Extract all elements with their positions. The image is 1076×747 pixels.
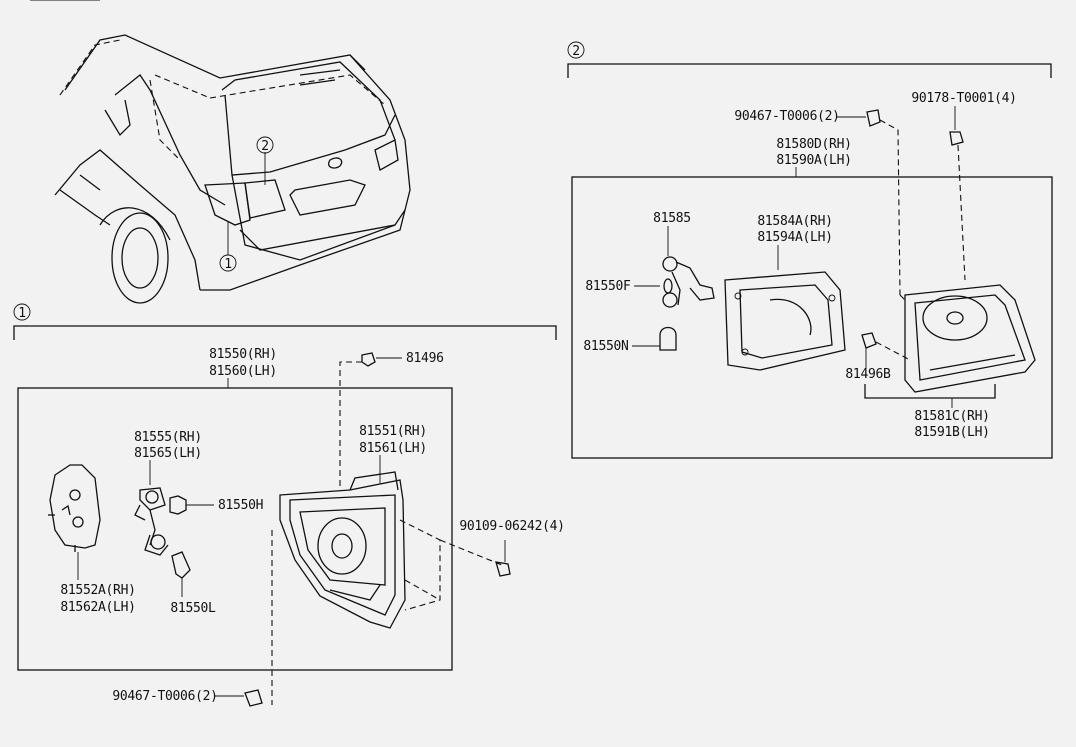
label-81550f: 81550F [585,279,631,294]
label-90467-g1: 90467-T0006(2) [112,689,217,704]
socket-81585 [662,256,715,308]
label-81555: 81555(RH) [134,430,202,445]
bulb-81550f [663,278,673,294]
group-2: 2 90467-T0006(2) 90178-T0001(4) 81580D(R… [567,41,1053,459]
group1-callout-circle [13,303,31,321]
bulb-81550n [659,326,677,351]
bulb-81550l [171,551,191,579]
screw-90109 [495,561,511,577]
label-81594a: 81594A(LH) [757,230,832,245]
group2-assembly-rh: 81580D(RH) [776,137,851,152]
vehicle-illustration: 1 2 [30,0,411,304]
group-1: 1 81550(RH) 81560(LH) 81496 81551(RH) 81… [13,303,565,707]
label-81550h: 81550H [218,498,263,513]
label-90178: 90178-T0001(4) [911,91,1016,106]
cover-81552a [48,464,101,552]
label-81584a: 81584A(RH) [757,214,832,229]
clip-81496 [361,352,376,367]
label-81496: 81496 [406,351,444,366]
bulb-81550h [169,495,187,515]
group2-bracket [567,63,1052,78]
group1-frame [17,387,453,671]
label-81496b: 81496B [845,367,891,382]
label-81550n: 81550N [583,339,628,354]
group1-assembly-rh: 81550(RH) [209,347,277,362]
label-81562a: 81562A(LH) [60,600,135,615]
label-81551: 81551(RH) [359,424,427,439]
label-81581c: 81581C(RH) [914,409,989,424]
car-callout-1: 1 [224,257,232,272]
clip-81496b [861,332,877,349]
nut-90467-g2 [866,109,881,127]
label-81552a: 81552A(RH) [60,583,135,598]
group1-callout: 1 [18,306,26,321]
car-callout-2: 2 [261,139,269,154]
group2-callout-circle [567,41,585,59]
label-81591b: 81591B(LH) [914,425,989,440]
label-90467-g2: 90467-T0006(2) [734,109,839,124]
label-81561: 81561(LH) [359,441,427,456]
label-90109: 90109-06242(4) [459,519,564,534]
group2-frame [571,176,1053,459]
gasket-81584a [724,271,846,371]
lamp-body-81581c [904,284,1036,393]
nut-90467-g1 [244,689,263,707]
group2-callout: 2 [572,44,580,59]
label-81565: 81565(LH) [134,446,202,461]
group2-assembly-lh: 81590A(LH) [776,153,851,168]
label-81550l: 81550L [170,601,216,616]
label-81585: 81585 [653,211,691,226]
socket-wire-81555 [134,487,169,556]
group1-bracket [13,325,557,340]
lamp-body-81551 [279,471,441,629]
group1-assembly-lh: 81560(LH) [209,364,277,379]
screw-90178 [949,131,964,146]
